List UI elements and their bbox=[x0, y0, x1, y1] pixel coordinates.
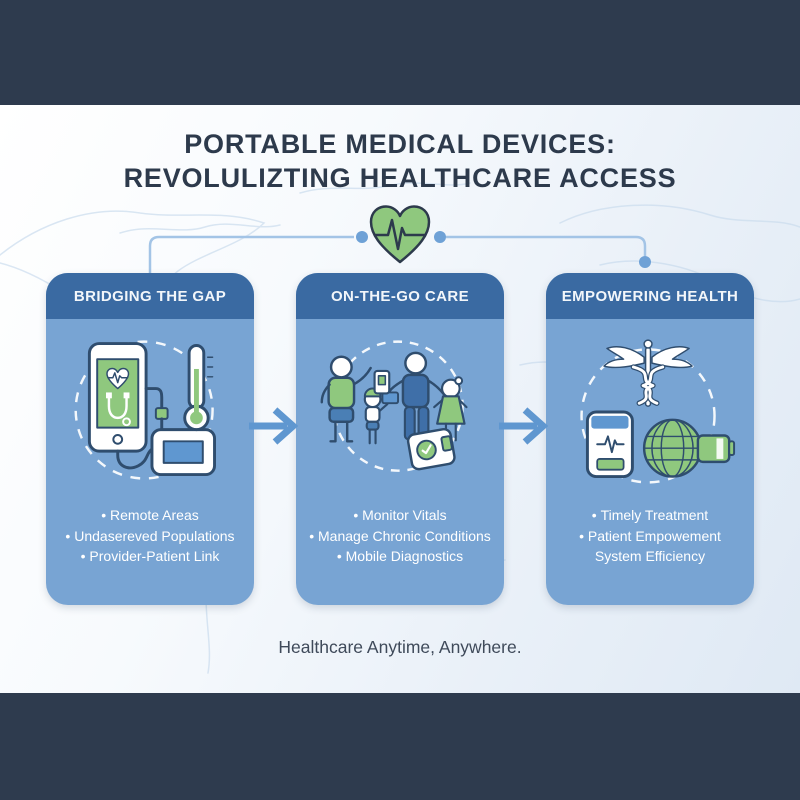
bullet-item: Patient Empowement bbox=[551, 526, 749, 547]
family-with-portable-devices-icon bbox=[296, 319, 504, 505]
bullet-item: Timely Treatment bbox=[551, 505, 749, 526]
phone-thermometer-bp-monitor-icon bbox=[46, 319, 254, 505]
bullet-item: Remote Areas bbox=[51, 505, 249, 526]
bullet-item: Manage Chronic Conditions bbox=[301, 526, 499, 547]
bullet-item: Provider-Patient Link bbox=[51, 546, 249, 567]
top-navy-band bbox=[0, 0, 800, 105]
card-header: BRIDGING THE GAP bbox=[46, 273, 254, 319]
caduceus-phone-globe-battery-icon bbox=[546, 319, 754, 505]
card-header: ON-THE-GO CARE bbox=[296, 273, 504, 319]
bullet-item: Mobile Diagnostics bbox=[301, 546, 499, 567]
title-line-1: PORTABLE MEDICAL DEVICES: bbox=[184, 129, 616, 159]
footer-tagline: Healthcare Anytime, Anywhere. bbox=[278, 637, 522, 657]
arrow-right-icon bbox=[499, 407, 549, 445]
bullet-item: System Efficiency bbox=[594, 548, 706, 564]
bullet-list: Remote Areas Undasereved Populations Pro… bbox=[46, 505, 254, 567]
heartbeat-heart-icon bbox=[368, 202, 432, 268]
title-line-2: REVOLULIZTING HEALTHCARE ACCESS bbox=[123, 163, 677, 193]
bullet-item: Monitor Vitals bbox=[301, 505, 499, 526]
infographic-title: PORTABLE MEDICAL DEVICES: REVOLULIZTING … bbox=[0, 127, 800, 195]
bullet-item: Undasereved Populations bbox=[51, 526, 249, 547]
bottom-navy-band bbox=[0, 693, 800, 800]
infographic-content: PORTABLE MEDICAL DEVICES: REVOLULIZTING … bbox=[0, 105, 800, 693]
card-on-the-go-care: ON-THE-GO CARE bbox=[296, 273, 504, 605]
arrow-right-icon bbox=[249, 407, 299, 445]
card-bridging-the-gap: BRIDGING THE GAP bbox=[46, 273, 254, 605]
card-header: EMPOWERING HEALTH bbox=[546, 273, 754, 319]
connector-dot-right bbox=[434, 231, 446, 243]
card-empowering-health: EMPOWERING HEALTH bbox=[546, 273, 754, 605]
bullet-list: Monitor Vitals Manage Chronic Conditions… bbox=[296, 505, 504, 567]
connector-dot-end bbox=[639, 256, 651, 268]
connector-dot-left bbox=[356, 231, 368, 243]
bullet-list: Timely Treatment Patient Empowement Syst… bbox=[546, 505, 754, 567]
